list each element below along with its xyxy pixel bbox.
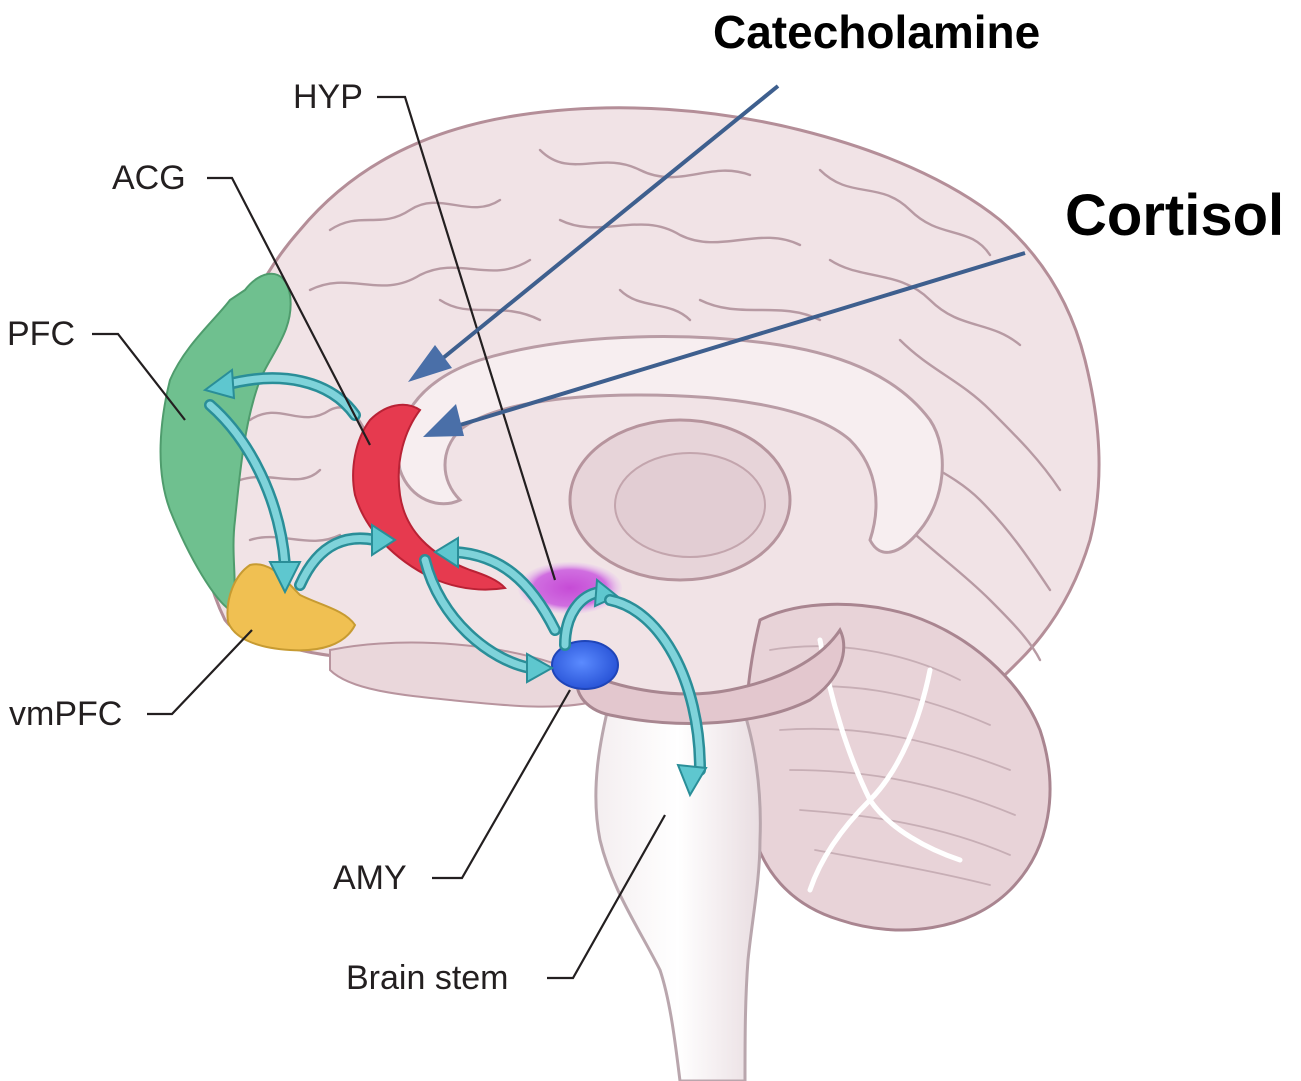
- label-vmpfc: vmPFC: [9, 695, 122, 733]
- label-hyp: HYP: [293, 78, 363, 116]
- label-amy: AMY: [333, 859, 407, 897]
- brain-stem: [596, 700, 760, 1081]
- label-brain-stem: Brain stem: [346, 959, 509, 997]
- label-cortisol: Cortisol: [1065, 183, 1284, 248]
- label-pfc: PFC: [7, 315, 75, 353]
- label-acg: ACG: [112, 159, 186, 197]
- label-catecholamine: Catecholamine: [713, 6, 1040, 58]
